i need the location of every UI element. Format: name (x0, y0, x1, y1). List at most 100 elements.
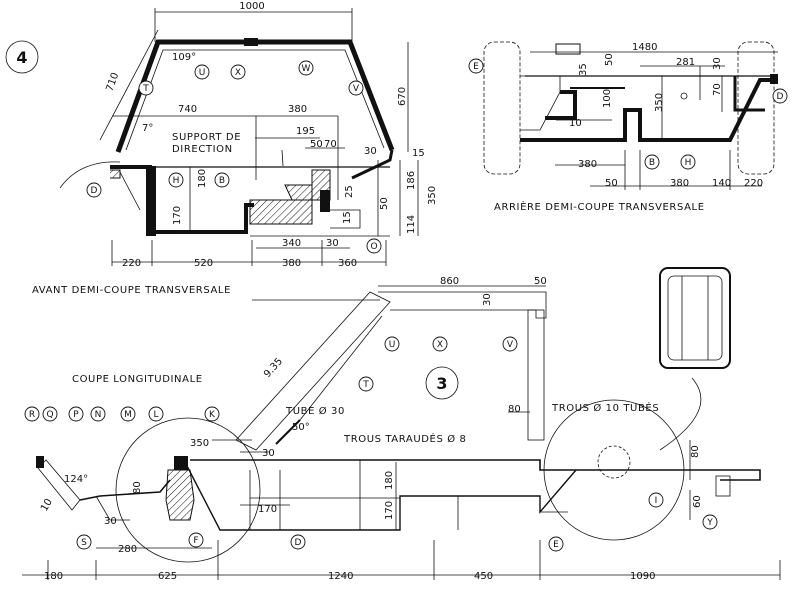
dim-1000: 1000 (239, 1, 264, 12)
callout-circle (204, 406, 220, 422)
dim-450: 450 (474, 571, 493, 582)
dim-220: 220 (122, 258, 141, 269)
dim-100: 100 (602, 89, 613, 108)
callout-letter-b: B (219, 176, 225, 186)
callout-letter-i: I (655, 496, 658, 506)
callout-circle (120, 406, 136, 422)
callout-letter-r: R (29, 410, 35, 420)
dim-7deg: 7° (142, 123, 153, 134)
callout-letter-x: X (235, 68, 241, 78)
callout-circle (68, 406, 84, 422)
dim-180-base: 180 (44, 571, 63, 582)
dim-520: 520 (194, 258, 213, 269)
dim-30b: 30 (326, 238, 339, 249)
callout-letter-x: X (437, 340, 443, 350)
callout-circle (680, 154, 696, 170)
front-half-section: 4 (5, 1, 438, 296)
callout-circle (148, 406, 164, 422)
callout-circle (644, 154, 660, 170)
steering-post (320, 190, 330, 212)
tube-detail-leader (659, 377, 702, 451)
dim-350-rear: 350 (654, 93, 665, 112)
callout-letter-t: T (142, 84, 149, 94)
callout-circle (298, 60, 314, 76)
callout-letter-s: S (81, 538, 87, 548)
nose-tip (36, 456, 44, 468)
callout-circle (230, 64, 246, 80)
hoop-joint (244, 38, 258, 46)
callout-letter-p: P (73, 410, 79, 420)
callout-circle (468, 58, 484, 74)
callout-circle (772, 88, 788, 104)
dim-70: 70 (324, 139, 337, 150)
caption-tube: TUBE Ø 30 (285, 405, 345, 417)
view-number-3: 3 (436, 374, 447, 393)
dim-80-long: 80 (508, 404, 521, 415)
dim-380-rear-b: 380 (670, 178, 689, 189)
dim-1480: 1480 (632, 42, 657, 53)
dim-25: 25 (344, 185, 355, 198)
callout-letter-v: V (507, 340, 514, 350)
callout-letter-l: L (153, 410, 158, 420)
front-wheel-support (119, 171, 141, 211)
dim-124deg: 124° (64, 474, 88, 485)
dim-30-long: 30 (482, 293, 493, 306)
callout-circle (358, 376, 374, 392)
chassis-top (190, 459, 761, 481)
front-hoop-foot (351, 149, 394, 180)
callout-circle (76, 534, 92, 550)
dim-670: 670 (397, 87, 408, 106)
steering-block (165, 469, 195, 521)
front-side-rail (146, 166, 156, 236)
dim-360: 360 (338, 258, 357, 269)
callout-circle (290, 534, 306, 550)
rear-top-block (555, 43, 581, 55)
callout-letter-h: H (685, 158, 692, 168)
caption-trous-taraudes: TROUS TARAUDÉS Ø 8 (343, 432, 466, 445)
dim-340: 340 (282, 238, 301, 249)
callout-circle (24, 406, 40, 422)
callout-circle (432, 336, 448, 352)
nose-lower (95, 495, 130, 521)
tube-detail-inner (667, 275, 723, 361)
dim-220-rear: 220 (744, 178, 763, 189)
dim-60: 60 (692, 495, 703, 508)
callout-circle (86, 182, 102, 198)
callout-letter-d: D (295, 538, 302, 548)
dim-114: 114 (406, 215, 417, 234)
callout-letter-n: N (95, 410, 102, 420)
rear-right-box (733, 76, 765, 112)
rear-upper-left (520, 75, 561, 131)
tube-brace (275, 419, 301, 445)
dim-625: 625 (158, 571, 177, 582)
dim-186: 186 (406, 171, 417, 190)
rear-inner-left (545, 90, 577, 120)
dim-740: 740 (178, 104, 197, 115)
front-wheel (115, 417, 261, 563)
callout-letter-q: Q (46, 410, 53, 420)
dim-170-long: 170 (384, 501, 395, 520)
callout-circle (366, 238, 382, 254)
dim-109: 109° (172, 52, 196, 63)
callout-letter-e: E (553, 540, 559, 550)
front-wheel-arc (59, 161, 121, 189)
callout-circle (188, 532, 204, 548)
dim-50-rear: 50 (604, 53, 615, 66)
callout-circle (138, 80, 154, 96)
front-hoop-inner (125, 49, 385, 151)
dim-50v: 50 (379, 197, 390, 210)
callout-letter-d: D (91, 186, 98, 196)
chassis-lower (185, 463, 577, 531)
roll-bar-tube (235, 291, 391, 451)
front-hoop-outer (115, 39, 395, 153)
dim-281: 281 (676, 57, 695, 68)
dim-860: 860 (440, 276, 459, 287)
callout-circle (648, 492, 664, 508)
dim-80-rear-long: 80 (690, 445, 701, 458)
dim-30-nose: 30 (104, 516, 117, 527)
callout-circle (502, 336, 518, 352)
rear-half-section: 1480 281 35 50 30 100 70 10 350 380 50 3… (468, 41, 788, 213)
dim-710: 710 (104, 71, 121, 93)
